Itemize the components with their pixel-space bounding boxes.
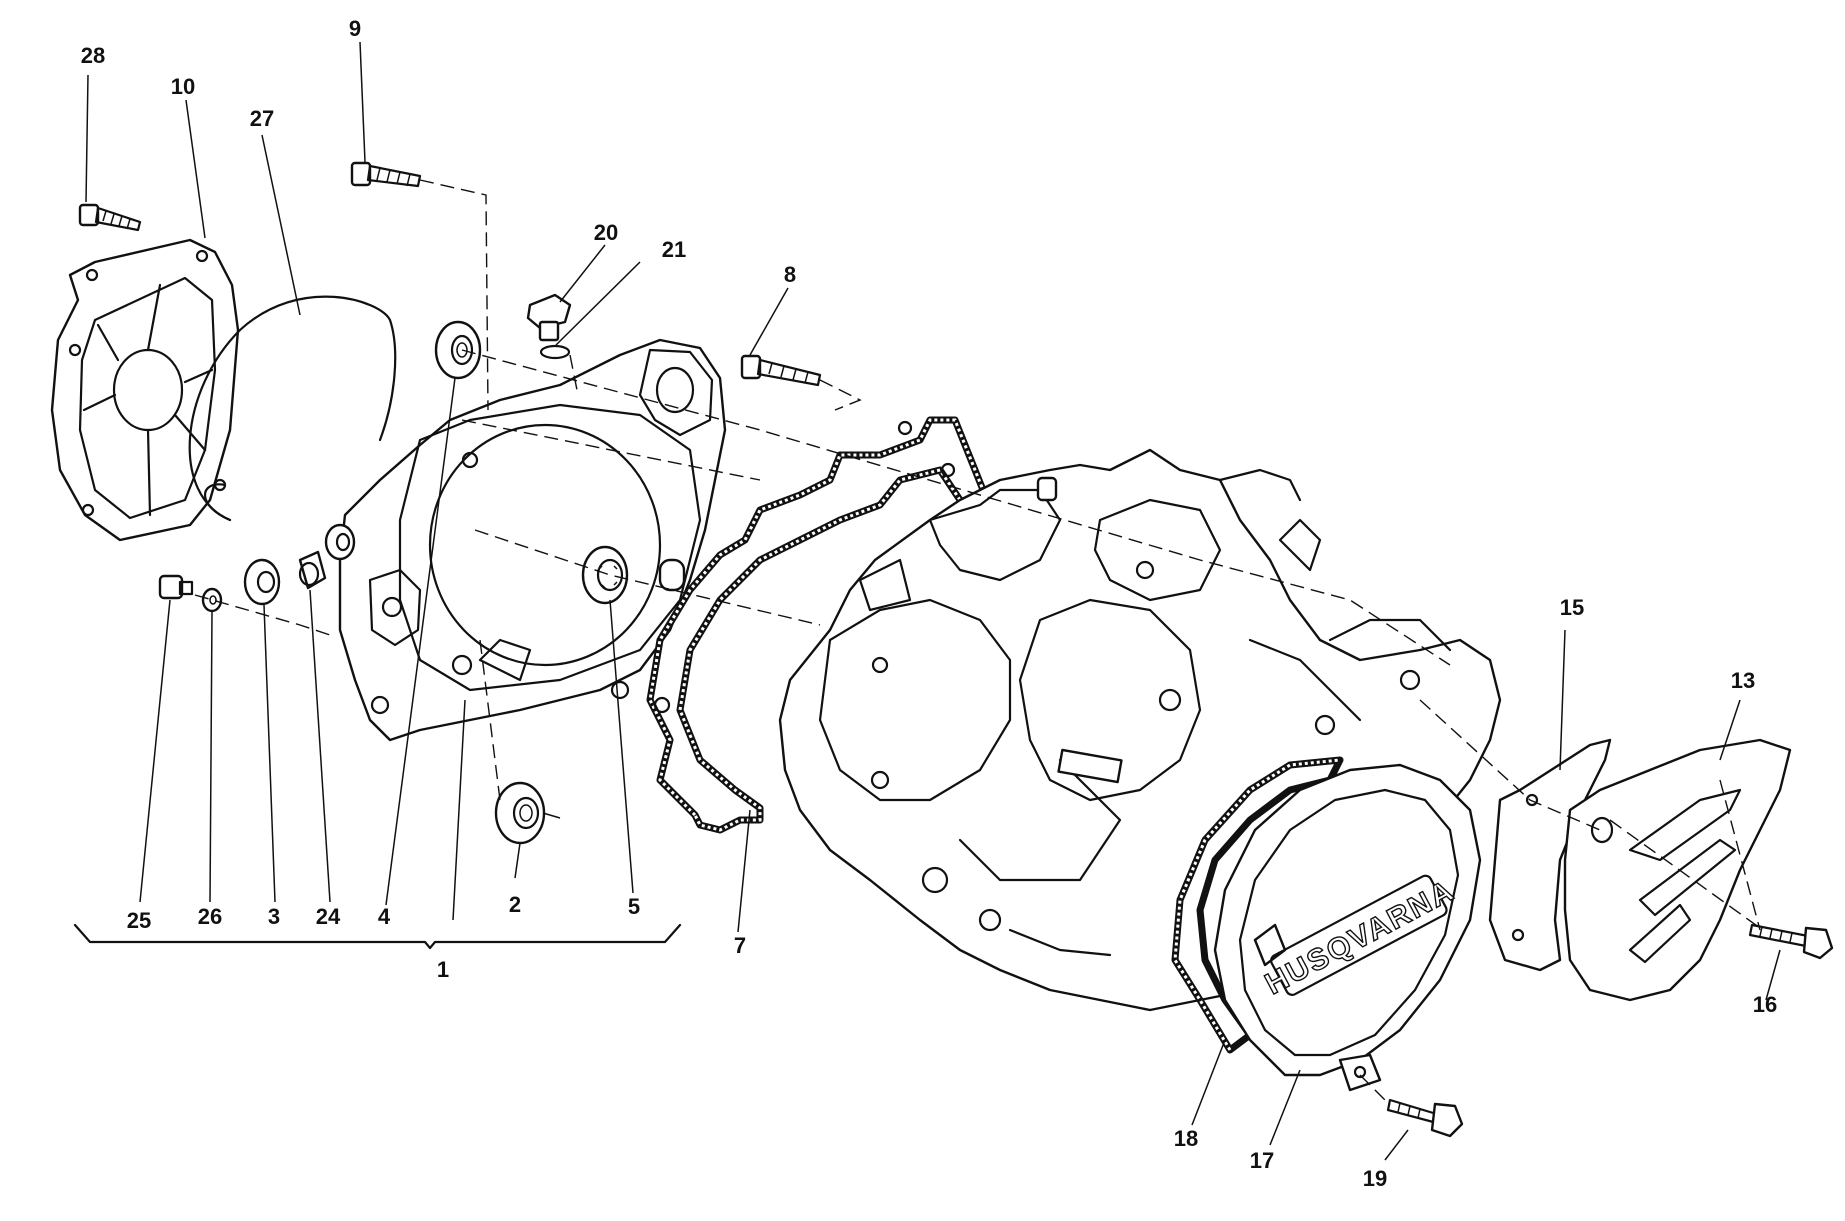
callout-16: 16 xyxy=(1753,992,1777,1017)
callout-20: 20 xyxy=(594,220,618,245)
callout-28: 28 xyxy=(81,43,105,68)
callout-15: 15 xyxy=(1560,595,1584,620)
part-21-washer xyxy=(539,344,571,360)
part-bushing-small xyxy=(324,523,356,561)
part-27-o-ring xyxy=(188,295,397,522)
part-4-bearing xyxy=(434,320,482,380)
callout-2: 2 xyxy=(509,892,521,917)
callout-27: 27 xyxy=(250,106,274,131)
callout-1: 1 xyxy=(437,957,449,982)
part-19-screw xyxy=(1386,1098,1464,1138)
callout-25: 25 xyxy=(127,908,151,933)
part-10-outer-cover xyxy=(50,238,240,542)
part-24-bushing xyxy=(298,550,327,590)
part-17-ignition-cover: HUSQVARNA xyxy=(1213,763,1482,1092)
callout-labels: 28 10 27 9 20 21 8 15 13 16 25 26 3 24 4… xyxy=(81,16,1777,1191)
callout-26: 26 xyxy=(198,904,222,929)
callout-4: 4 xyxy=(378,904,391,929)
leader-lines xyxy=(85,41,1781,1161)
part-8-screw xyxy=(740,354,822,387)
callout-24: 24 xyxy=(316,904,341,929)
callout-7: 7 xyxy=(734,933,746,958)
part-1-housing xyxy=(338,338,727,742)
part-2-bearing xyxy=(494,781,561,845)
alignment-axes xyxy=(194,179,1761,1106)
assembly-bracket xyxy=(73,923,682,950)
part-3-bearing xyxy=(243,558,281,606)
callout-9: 9 xyxy=(349,16,361,41)
callout-19: 19 xyxy=(1363,1166,1387,1191)
callout-5: 5 xyxy=(628,894,640,919)
callout-21: 21 xyxy=(662,237,686,262)
part-13-sprocket-cover xyxy=(1563,738,1792,1002)
callout-13: 13 xyxy=(1731,668,1755,693)
callout-8: 8 xyxy=(784,262,796,287)
part-25-screw xyxy=(158,574,194,600)
part-20-plug xyxy=(526,293,572,342)
callout-17: 17 xyxy=(1250,1148,1274,1173)
part-5-bearing xyxy=(581,545,629,605)
part-9-screw xyxy=(350,161,422,188)
part-28-screw xyxy=(78,203,142,232)
part-15-plate-gasket xyxy=(1488,738,1612,972)
part-16-screw xyxy=(1748,923,1834,960)
callout-3: 3 xyxy=(268,904,280,929)
callout-18: 18 xyxy=(1174,1126,1198,1151)
callout-10: 10 xyxy=(171,74,195,99)
part-26-washer xyxy=(201,587,223,613)
